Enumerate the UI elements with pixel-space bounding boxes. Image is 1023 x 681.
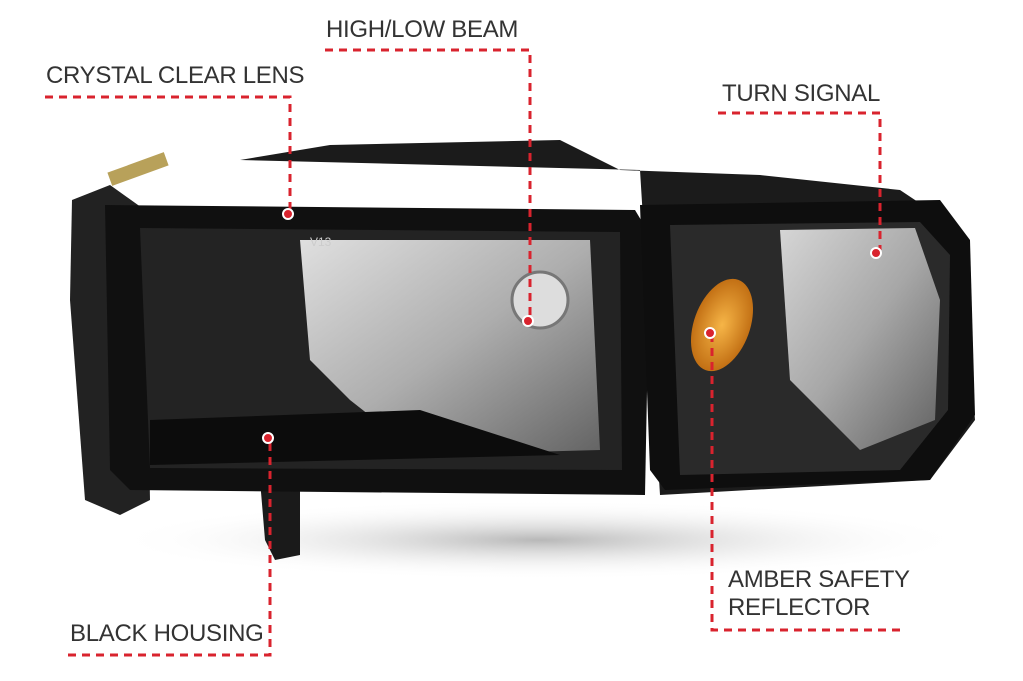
lower-housing [150,410,560,465]
corner-reflector [780,228,940,450]
callout-line-amber-safety-reflector [710,336,900,632]
ground-shadow [110,500,970,580]
label-amber-safety-line2: REFLECTOR [728,594,871,621]
callout-line-high-low-beam [325,48,532,318]
lens-marking: V13 [310,235,332,249]
label-black-housing: BLACK HOUSING [70,620,264,647]
callout-line-crystal-clear-lens [45,95,292,212]
dot-amber-safety-reflector [704,327,716,339]
callout-dots [262,208,882,444]
dot-black-housing [262,432,274,444]
callout-line-black-housing [68,441,272,657]
mounting-bolt [107,152,169,186]
label-crystal-clear-lens: CRYSTAL CLEAR LENS [46,62,305,89]
label-high-low-beam: HIGH/LOW BEAM [326,16,519,43]
bulb [510,270,570,330]
dot-crystal-clear-lens [282,208,294,220]
dot-high-low-beam [522,315,534,327]
label-amber-safety-line1: AMBER SAFETY [728,566,910,593]
amber-reflector [690,278,754,372]
callout-lines [45,48,900,657]
label-turn-signal: TURN SIGNAL [722,80,881,107]
callout-line-turn-signal [718,111,882,250]
dot-turn-signal [870,247,882,259]
